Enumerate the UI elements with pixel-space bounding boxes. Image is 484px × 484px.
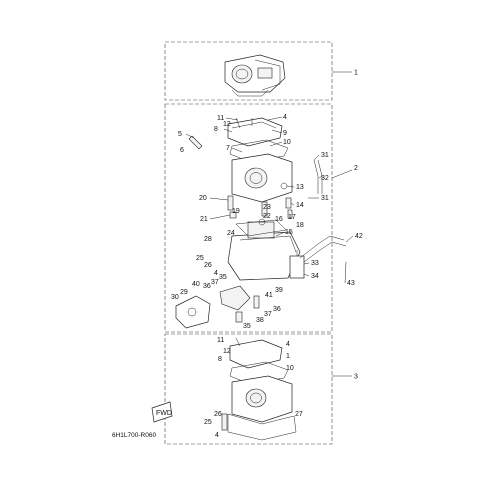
callout-label: 12: [223, 121, 231, 128]
carburetor-assembly-art: [224, 54, 286, 97]
callout-label: 20: [199, 195, 207, 202]
callout-label: 4: [214, 270, 218, 277]
callout-label: 14: [296, 202, 304, 209]
callout-label: 31: [321, 195, 329, 202]
group-label: 1: [354, 70, 358, 77]
callout-label: 35: [219, 274, 227, 281]
callout-label: 38: [256, 317, 264, 324]
callout-label: 25: [204, 419, 212, 426]
callout-label: 7: [226, 145, 230, 152]
callout-label: 41: [265, 292, 273, 299]
callout-label: 42: [355, 233, 363, 240]
callout-label: 4: [283, 114, 287, 121]
callout-label: 37: [211, 279, 219, 286]
callout-label: 31: [321, 152, 329, 159]
callout-label: 13: [296, 184, 304, 191]
callout-label: 4: [286, 341, 290, 348]
carburetor-parts-art: [175, 117, 347, 329]
group-label: 3: [354, 374, 358, 381]
callout-label: 21: [200, 216, 208, 223]
callout-label: 9: [283, 130, 287, 137]
callout-label: 27: [295, 411, 303, 418]
diagram-code: 6H1L700-R060: [112, 432, 156, 439]
fwd-label: FWD: [156, 410, 172, 417]
callout-label: 30: [171, 294, 179, 301]
callout-label: 33: [311, 260, 319, 267]
group-frame-1: [164, 41, 333, 101]
callout-label: 32: [321, 175, 329, 182]
callout-label: 17: [288, 214, 296, 221]
callout-label: 26: [214, 411, 222, 418]
group-frame-2: [164, 103, 333, 333]
callout-label: 23: [263, 204, 271, 211]
callout-label: 37: [264, 311, 272, 318]
callout-label: 1: [286, 353, 290, 360]
callout-label: 4: [215, 432, 219, 439]
callout-label: 6: [180, 147, 184, 154]
callout-label: 26: [204, 262, 212, 269]
callout-label: 8: [218, 356, 222, 363]
callout-label: 28: [204, 236, 212, 243]
callouts-group-2: 11 4 12 9 5 6 8 10 7 31 32 13 14 31 20 2…: [171, 114, 363, 330]
callout-label: 43: [347, 280, 355, 287]
callout-label: 11: [217, 337, 224, 344]
callout-label: 39: [275, 287, 283, 294]
callout-label: 36: [273, 306, 281, 313]
callout-label: 35: [243, 323, 251, 330]
callouts-group-3: 11 4 12 8 1 10 26 27 25 4: [204, 337, 303, 439]
callout-label: 24: [227, 230, 235, 237]
callout-label: 25: [196, 255, 204, 262]
callout-label: 36: [203, 283, 211, 290]
callout-label: 12: [223, 348, 231, 355]
callout-label: 10: [286, 365, 294, 372]
group-frame-3: [164, 333, 333, 445]
leader-lines: [185, 116, 354, 284]
callout-label: 16: [275, 216, 283, 223]
callout-label: 18: [296, 222, 304, 229]
callout-label: 15: [285, 229, 293, 236]
fwd-arrow-icon: FWD: [151, 401, 173, 423]
callout-label: 40: [192, 281, 200, 288]
group-label: 2: [354, 165, 358, 172]
carburetor-body-art: [221, 337, 297, 441]
callout-label: 19: [232, 208, 240, 215]
callout-label: 22: [263, 213, 271, 220]
callout-label: 10: [283, 139, 291, 146]
callout-label: 29: [180, 289, 188, 296]
callout-label: 8: [214, 126, 218, 133]
callout-label: 5: [178, 131, 182, 138]
callout-label: 34: [311, 273, 319, 280]
callout-label: 11: [217, 115, 224, 122]
